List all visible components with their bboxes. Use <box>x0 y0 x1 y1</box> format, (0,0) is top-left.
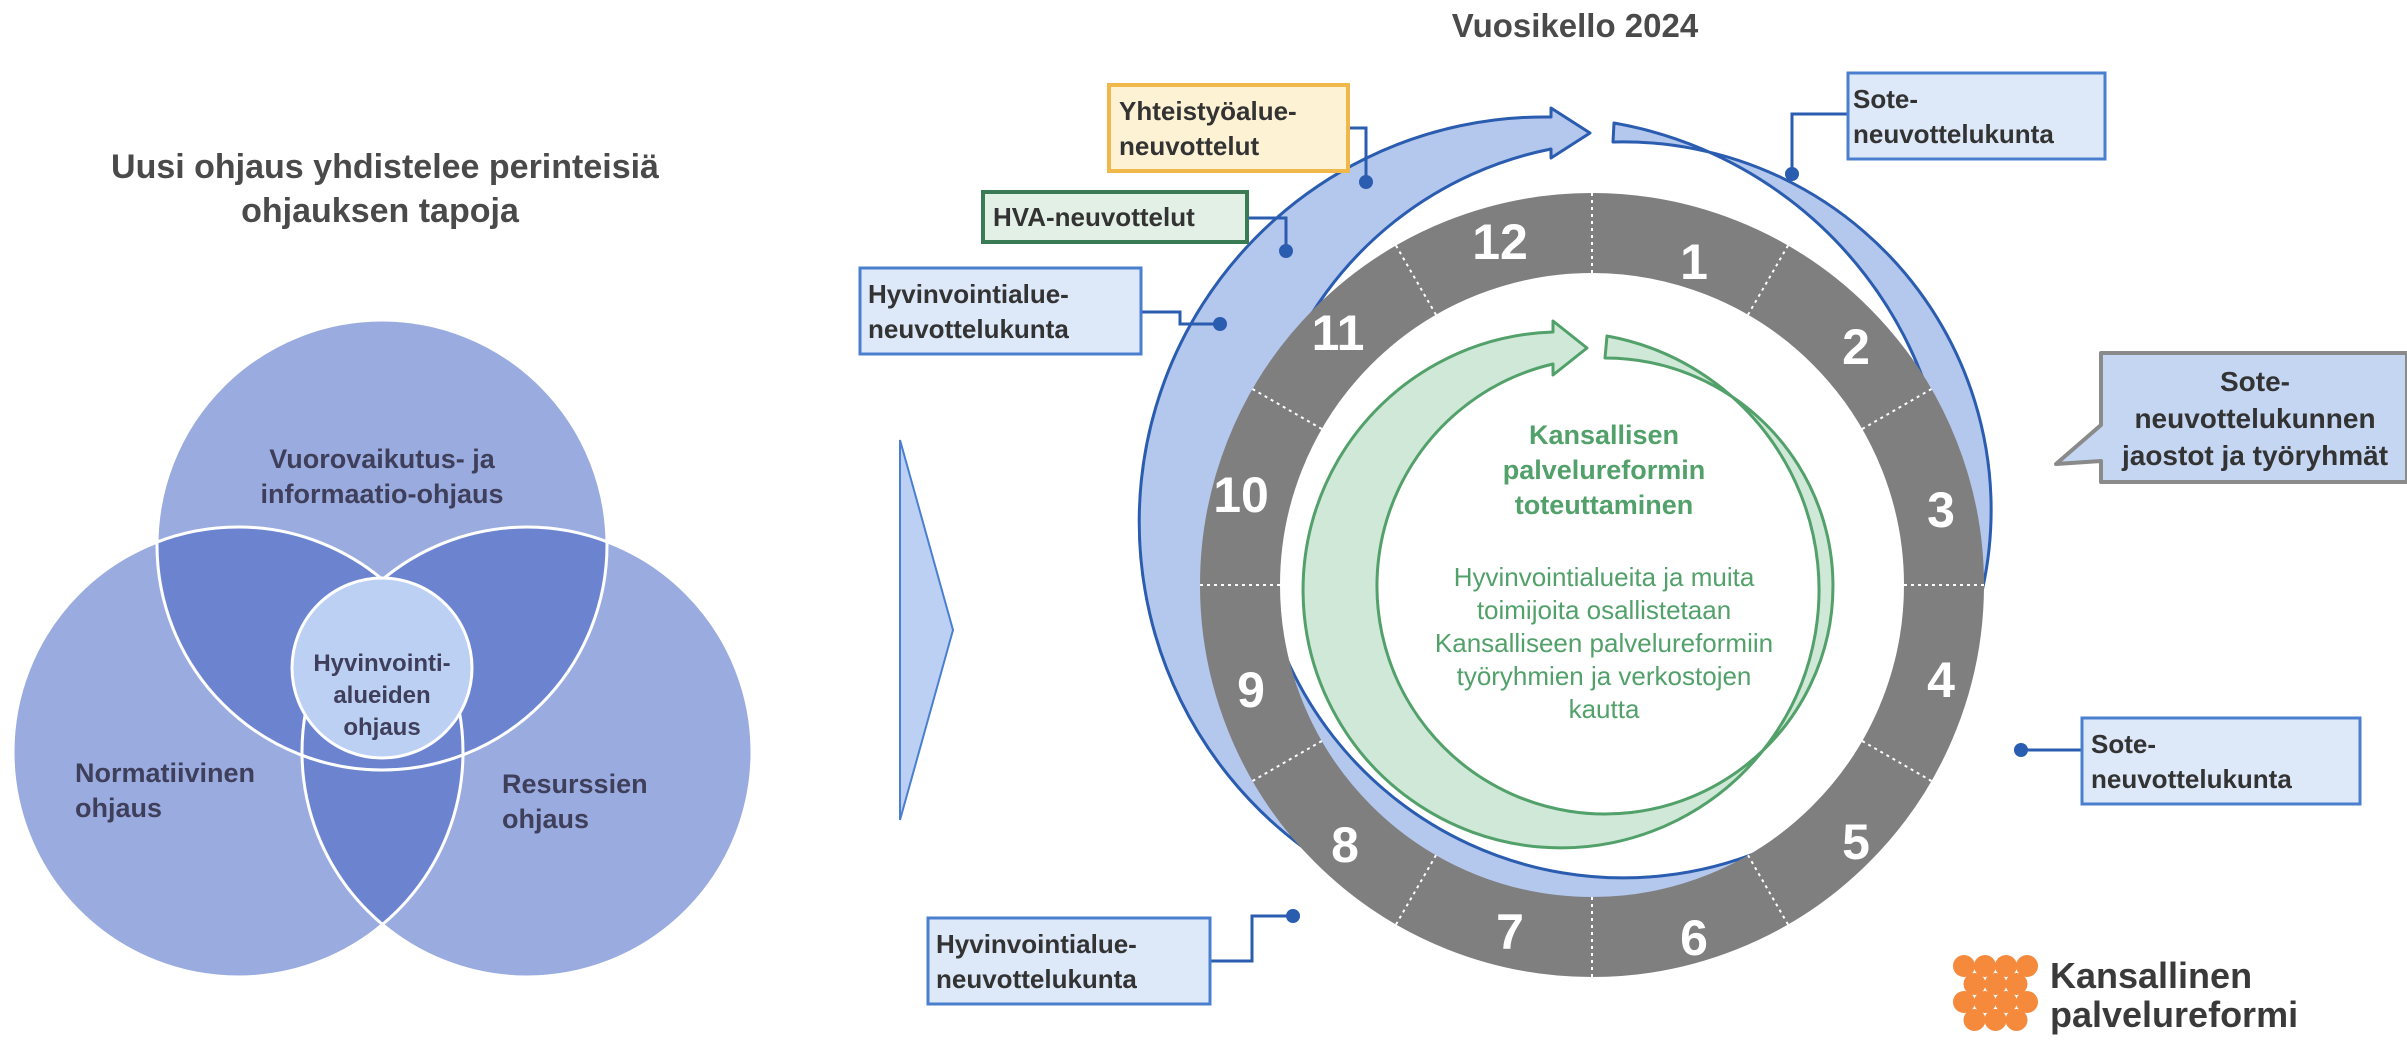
logo-dot <box>2005 973 2028 995</box>
kansallinen-palvelureformi-logo: Kansallinen palvelureformi <box>1953 955 2298 1035</box>
logo-dot <box>1963 1009 1986 1031</box>
month-ring <box>1200 193 1984 977</box>
connector-dot <box>1213 317 1227 331</box>
logo-line-2: palvelureformi <box>2050 994 2298 1035</box>
venn-diagram: Vuorovaikutus- ja informaatio-ohjaus Nor… <box>11 318 754 979</box>
venn-right-line-1: Resurssien <box>502 769 648 799</box>
venn-right-line-2: ohjaus <box>502 804 589 834</box>
logo-dot <box>1984 973 2007 995</box>
center-body-line-5: kautta <box>1569 694 1640 724</box>
callout-sote-jaostot-line-1: Sote- <box>2220 366 2290 397</box>
logo-dot <box>1974 991 1996 1013</box>
logo-line-1: Kansallinen <box>2050 955 2252 996</box>
venn-center-line-1: Hyvinvointi- <box>313 650 450 677</box>
month-label-3: 3 <box>1927 482 1955 538</box>
logo-dot-pattern <box>1953 955 2038 1031</box>
month-label-5: 5 <box>1842 814 1870 870</box>
center-title-line-1: Kansallisen <box>1529 420 1679 450</box>
logo-dot <box>2016 955 2038 977</box>
logo-dot <box>1995 991 2017 1013</box>
callout-hyvinvointialue-top: Hyvinvointialue- neuvottelukunta <box>858 266 1227 356</box>
connector-dot <box>1279 244 1293 258</box>
venn-left-line-1: Normatiivinen <box>75 758 255 788</box>
callout-yhteistyoalue-line-2: neuvottelut <box>1119 131 1259 161</box>
month-label-10: 10 <box>1213 467 1269 523</box>
venn-top-line-2: informaatio-ohjaus <box>260 479 503 509</box>
connector-dot <box>1359 175 1373 189</box>
month-label-11: 11 <box>1312 305 1365 361</box>
venn-top-line-1: Vuorovaikutus- ja <box>269 444 496 474</box>
venn-center-line-3: ohjaus <box>343 714 420 741</box>
inner-arrow-ring <box>1301 319 1835 850</box>
callout-sote-jaostot-line-2: neuvottelukunnen <box>2134 403 2375 434</box>
callout-hyvinvointialue-top-line-1: Hyvinvointialue- <box>868 279 1069 309</box>
venn-center-line-2: alueiden <box>333 682 430 709</box>
month-label-8: 8 <box>1331 817 1359 873</box>
callout-hva: HVA-neuvottelut <box>981 190 1293 258</box>
callout-sote-right-line-1: Sote- <box>2091 729 2156 759</box>
month-label-12: 12 <box>1472 214 1528 270</box>
center-title-line-3: toteuttaminen <box>1515 490 1694 520</box>
venn-left-line-2: ohjaus <box>75 793 162 823</box>
callout-sote-right-line-2: neuvottelukunta <box>2091 764 2292 794</box>
center-title-line-2: palvelureformin <box>1503 455 1706 485</box>
center-body-line-2: toimijoita osallistetaan <box>1477 595 1731 625</box>
connector-dot <box>1785 167 1799 181</box>
venn-center-circle <box>290 576 474 760</box>
callout-hyvinvointialue-bottom-line-2: neuvottelukunta <box>936 964 1137 994</box>
logo-dot <box>1963 973 1986 995</box>
logo-dot <box>2005 1009 2028 1031</box>
month-label-9: 9 <box>1237 662 1265 718</box>
callout-sote-top-line-1: Sote- <box>1853 84 1918 114</box>
callout-hyvinvointialue-bottom-line-1: Hyvinvointialue- <box>936 929 1137 959</box>
connector-dot <box>1286 909 1300 923</box>
logo-dot <box>1974 955 1996 977</box>
callout-sote-top-line-2: neuvottelukunta <box>1853 119 2054 149</box>
logo-dot <box>2016 991 2038 1013</box>
connector-dot <box>2014 743 2028 757</box>
center-body-line-3: Kansalliseen palvelureformiin <box>1435 628 1773 658</box>
month-labels: 1 2 3 4 5 6 7 8 9 10 11 12 <box>1213 214 1955 966</box>
center-text: Kansallisen palvelureformin toteuttamine… <box>1435 420 1773 724</box>
center-body-line-1: Hyvinvointialueita ja muita <box>1454 562 1755 592</box>
logo-dot <box>1984 1009 2007 1031</box>
callout-hva-line-1: HVA-neuvottelut <box>993 202 1195 232</box>
callout-yhteistyoalue: Yhteistyöalue- neuvottelut <box>1107 83 1373 189</box>
wheel-title: Vuosikello 2024 <box>1452 7 1699 44</box>
callout-sote-right: Sote- neuvottelukunta <box>2014 716 2362 806</box>
callout-hyvinvointialue-bottom: Hyvinvointialue- neuvottelukunta <box>926 909 1300 1006</box>
logo-dot <box>1953 955 1975 977</box>
callout-hyvinvointialue-top-line-2: neuvottelukunta <box>868 314 1069 344</box>
month-label-1: 1 <box>1680 234 1708 290</box>
venn-title-line-1: Uusi ohjaus yhdistelee perinteisiä <box>111 148 659 186</box>
transition-arrow-shape <box>899 439 955 821</box>
logo-dot <box>1953 991 1975 1013</box>
venn-title-line-2: ohjauksen tapoja <box>241 192 520 230</box>
callout-sote-jaostot: Sote- neuvottelukunnen jaostot ja työryh… <box>2054 351 2407 484</box>
month-label-4: 4 <box>1927 652 1955 708</box>
callout-sote-top: Sote- neuvottelukunta <box>1785 71 2107 181</box>
month-label-7: 7 <box>1496 904 1524 960</box>
month-label-2: 2 <box>1842 319 1870 375</box>
logo-dot <box>1995 955 2017 977</box>
callout-yhteistyoalue-line-1: Yhteistyöalue- <box>1119 96 1297 126</box>
venn-title: Uusi ohjaus yhdistelee perinteisiä ohjau… <box>111 148 659 230</box>
month-label-6: 6 <box>1680 910 1708 966</box>
callout-sote-jaostot-line-3: jaostot ja työryhmät <box>2121 440 2388 471</box>
center-body-line-4: työryhmien ja verkostojen <box>1457 661 1752 691</box>
